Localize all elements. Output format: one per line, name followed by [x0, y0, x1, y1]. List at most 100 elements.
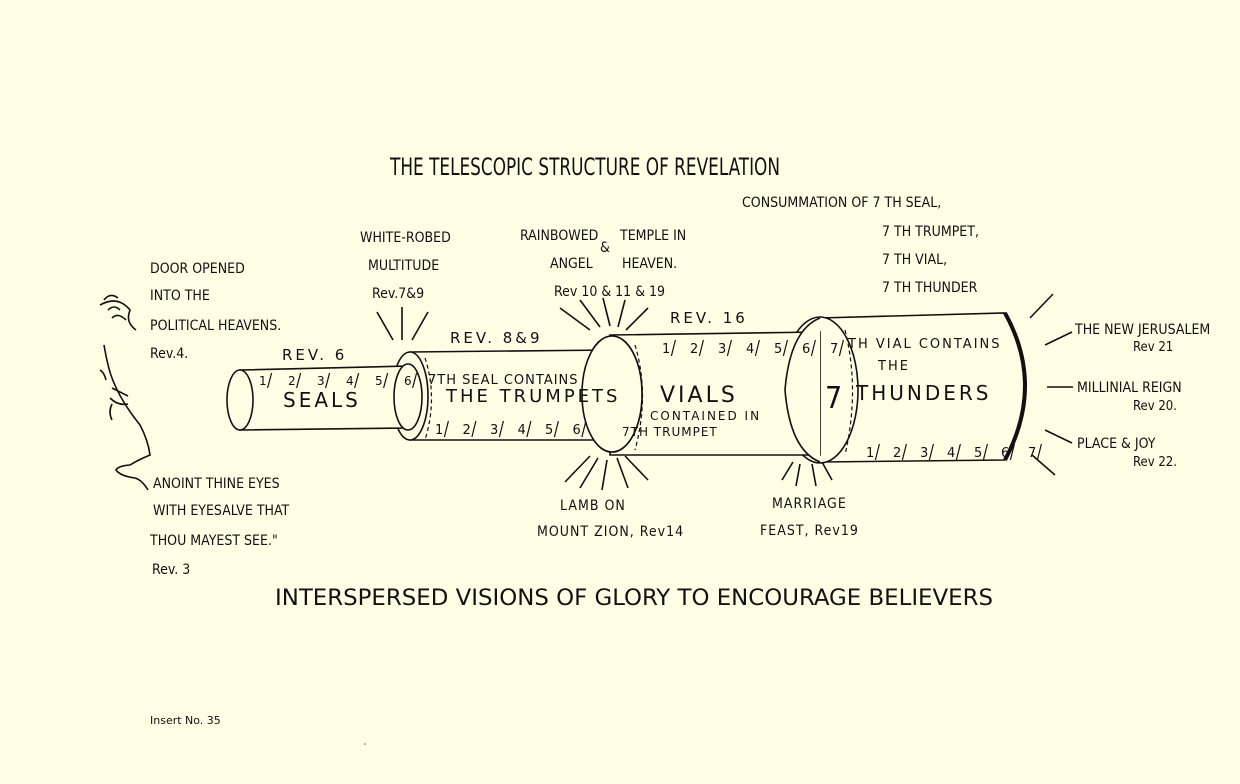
- svg-text:HEAVEN.: HEAVEN.: [622, 256, 677, 272]
- thunder-number-4: 4: [947, 446, 955, 461]
- trumpet-divider: [471, 420, 477, 438]
- face-profile-icon: [99, 294, 151, 491]
- insert-number: Insert No. 35: [150, 714, 221, 727]
- svg-text:FEAST, Rev19: FEAST, Rev19: [760, 523, 859, 539]
- anoint-eyes-label: ANOINT THINE EYES WITH EYESALVE THAT THO…: [149, 476, 290, 578]
- seal-divider: [412, 372, 418, 389]
- vial-number-6: 6: [802, 342, 810, 357]
- millinial-reign-label: MILLINIAL REIGN Rev 20.: [1077, 380, 1182, 414]
- consummation-label: CONSUMMATION OF 7 TH SEAL, 7 TH TRUMPET,…: [742, 195, 979, 296]
- thunder-divider: [955, 443, 961, 461]
- thunder-divider: [928, 443, 934, 461]
- svg-text:7 TH VIAL,: 7 TH VIAL,: [882, 252, 947, 268]
- svg-text:LAMB ON: LAMB ON: [560, 498, 626, 514]
- seal-divider: [383, 372, 389, 389]
- svg-text:ANOINT THINE EYES: ANOINT THINE EYES: [153, 476, 280, 492]
- seal-divider: [267, 372, 273, 389]
- vial-divider: [810, 339, 816, 357]
- thunder-divider: [901, 443, 907, 461]
- white-robed-label: WHITE-ROBED MULTITUDE Rev.7&9: [360, 230, 451, 302]
- vials-line2: CONTAINED IN: [650, 409, 761, 423]
- trumpet-divider: [443, 420, 449, 438]
- vial-number-4: 4: [746, 342, 754, 357]
- vial-divider: [754, 339, 760, 357]
- svg-text:ANGEL: ANGEL: [550, 256, 593, 272]
- svg-text:MOUNT ZION, Rev14: MOUNT ZION, Rev14: [537, 524, 684, 540]
- diagram-title: THE TELESCOPIC STRUCTURE OF REVELATION: [389, 153, 780, 181]
- svg-text:RAINBOWED: RAINBOWED: [520, 228, 598, 244]
- thunder-number-6: 6: [1001, 446, 1009, 461]
- seal-number-1: 1: [259, 374, 267, 388]
- trumpets-line1: 7TH SEAL CONTAINS: [428, 373, 579, 388]
- seal-divider: [354, 372, 360, 389]
- vial-divider: [670, 339, 676, 357]
- svg-text:CONSUMMATION OF 7 TH SEAL,: CONSUMMATION OF 7 TH SEAL,: [742, 195, 941, 211]
- svg-text:Rev 21: Rev 21: [1133, 340, 1173, 355]
- vial-divider: [782, 339, 788, 357]
- vial-number-3: 3: [718, 342, 726, 357]
- thunder-divider: [1009, 443, 1015, 461]
- svg-text:&: &: [600, 240, 610, 256]
- seal-number-3: 3: [317, 374, 325, 388]
- trumpet-divider: [526, 420, 532, 438]
- svg-text:THE NEW JERUSALEM: THE NEW JERUSALEM: [1074, 322, 1210, 338]
- svg-text:THOU MAYEST SEE.": THOU MAYEST SEE.": [149, 533, 278, 549]
- new-jerusalem-label: THE NEW JERUSALEM Rev 21: [1074, 322, 1210, 355]
- thunder-number-5: 5: [974, 446, 982, 461]
- thunder-number-3: 3: [920, 446, 928, 461]
- place-joy-label: PLACE & JOY Rev 22.: [1077, 436, 1177, 470]
- ray-lines-right: [1029, 293, 1073, 476]
- seal-number-4: 4: [346, 374, 354, 388]
- door-opened-label: DOOR OPENED INTO THE POLITICAL HEAVENS. …: [150, 261, 281, 362]
- svg-text:POLITICAL HEAVENS.: POLITICAL HEAVENS.: [150, 318, 281, 334]
- thunder-number-2: 2: [893, 446, 901, 461]
- svg-text:WHITE-ROBED: WHITE-ROBED: [360, 230, 451, 246]
- seal-number-2: 2: [288, 374, 296, 388]
- svg-text:7 TH TRUMPET,: 7 TH TRUMPET,: [882, 224, 979, 240]
- vials-ref: REV. 16: [670, 309, 748, 327]
- vial-number-7: 7: [830, 342, 838, 357]
- thunder-divider: [1036, 443, 1042, 461]
- ray-lines-bottom: [564, 455, 833, 491]
- svg-text:MARRIAGE: MARRIAGE: [772, 496, 847, 512]
- trumpet-divider: [553, 420, 559, 438]
- svg-text:PLACE & JOY: PLACE & JOY: [1077, 436, 1156, 452]
- footer-caption: INTERSPERSED VISIONS OF GLORY TO ENCOURA…: [275, 586, 993, 611]
- trumpet-divider: [581, 420, 587, 438]
- trumpets-tail: 7TH TRUMPET: [622, 425, 718, 439]
- svg-text:Rev 22.: Rev 22.: [1133, 455, 1177, 470]
- svg-text:Rev 10 & 11 & 19: Rev 10 & 11 & 19: [554, 284, 665, 300]
- thunder-divider: [982, 443, 988, 461]
- thunders-line1: TH VIAL CONTAINS: [847, 337, 1002, 352]
- trumpet-number-4: 4: [518, 423, 526, 438]
- trumpets-name: THE TRUMPETS: [445, 386, 620, 407]
- seals-name: SEALS: [283, 388, 361, 412]
- svg-text:DOOR OPENED: DOOR OPENED: [150, 261, 245, 277]
- ray-lines-top: [376, 297, 649, 341]
- vials-name: VIALS: [660, 383, 738, 408]
- trumpet-number-1: 1: [435, 423, 443, 438]
- lamb-label: LAMB ON MOUNT ZION, Rev14: [537, 498, 684, 540]
- thunder-number-1: 1: [866, 446, 874, 461]
- vial-divider: [726, 339, 732, 357]
- seals-ref: REV. 6: [282, 346, 347, 364]
- seal-number-6: 6: [404, 374, 412, 388]
- seal-divider: [296, 372, 302, 389]
- trumpet-number-5: 5: [545, 423, 553, 438]
- trumpet-divider: [498, 420, 504, 438]
- svg-text:Rev.4.: Rev.4.: [150, 346, 188, 362]
- vial-divider: [698, 339, 704, 357]
- svg-text:Rev.7&9: Rev.7&9: [372, 286, 424, 302]
- svg-text:MILLINIAL REIGN: MILLINIAL REIGN: [1077, 380, 1182, 396]
- svg-text:Rev. 3: Rev. 3: [152, 562, 190, 578]
- trumpets-ref: REV. 8&9: [450, 329, 543, 347]
- marriage-label: MARRIAGE FEAST, Rev19: [760, 496, 859, 539]
- svg-text:Rev 20.: Rev 20.: [1133, 399, 1177, 414]
- thunders-line2: THE: [877, 359, 910, 374]
- rainbowed-angel-label: RAINBOWED ANGEL & TEMPLE IN HEAVEN. Rev …: [520, 228, 686, 300]
- vial-divider: [838, 339, 844, 357]
